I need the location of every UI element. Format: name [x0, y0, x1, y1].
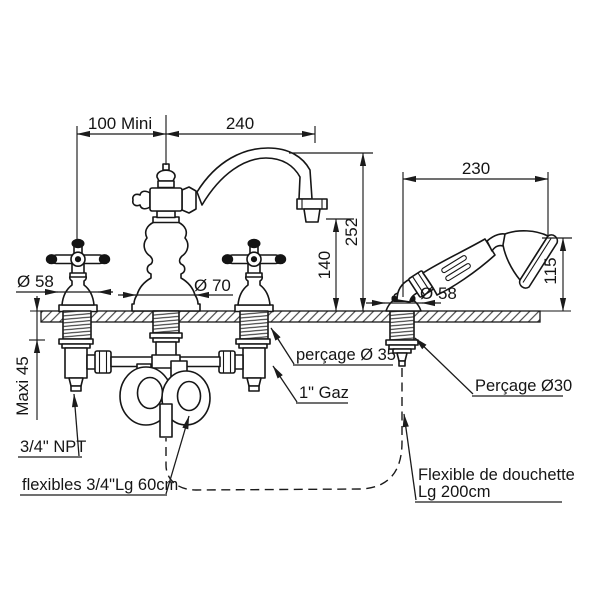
center-shank-and-hoses: [110, 310, 221, 438]
dim-230: 230: [462, 159, 490, 178]
dim-100-mini: 100 Mini: [88, 114, 152, 133]
dim-dia58-handshower: Ø 58: [420, 284, 457, 303]
flexible-hose-loops: [119, 366, 211, 426]
label-drill-35: perçage Ø 35: [296, 346, 396, 364]
dim-maxi-45: Maxi 45: [13, 356, 32, 416]
column-finial: [156, 163, 176, 189]
dim-dia58-left: Ø 58: [17, 272, 54, 291]
label-drill-30: Perçage Ø30: [475, 377, 572, 395]
dim-240: 240: [226, 114, 254, 133]
spout-outlet: [296, 198, 328, 223]
center-tailpiece: [159, 403, 173, 438]
handle-slot: [445, 263, 471, 282]
column-spout-socket: [181, 186, 197, 214]
left-handle: [45, 238, 111, 313]
dimension-layer: 100 Mini 240 230 252 140 115 Maxi 45 Ø 5…: [13, 114, 572, 420]
handshower-shank: [385, 310, 419, 367]
countertop-deck: [30, 310, 571, 323]
label-shower-hose-1: Flexible de douchette: [418, 466, 575, 484]
right-handle: [221, 238, 287, 313]
spout: [196, 147, 328, 223]
handle-slot: [441, 255, 467, 274]
dim-140: 140: [315, 251, 334, 279]
column-left-ornament: [132, 190, 151, 210]
handshower-hose-route: [165, 368, 403, 491]
dim-115: 115: [541, 257, 560, 284]
npt-tailpiece: [70, 385, 82, 392]
label-gaz-thread: 1" Gaz: [299, 384, 349, 402]
label-supply-hoses: flexibles 3/4"Lg 60cm: [22, 476, 178, 494]
annotation-layer: 3/4" NPT flexibles 3/4"Lg 60cm perçage Ø…: [18, 327, 575, 503]
dim-252: 252: [342, 218, 361, 246]
left-valve-body: [58, 310, 112, 392]
handshower-handle: [422, 238, 496, 296]
handshower: [385, 230, 559, 367]
right-valve-body: [218, 310, 271, 392]
handshower-face-plate: [518, 234, 559, 289]
dim-dia70: Ø 70: [194, 276, 231, 295]
label-npt: 3/4" NPT: [20, 438, 86, 456]
label-shower-hose-2: Lg 200cm: [418, 483, 490, 501]
spout-column: [131, 163, 201, 312]
